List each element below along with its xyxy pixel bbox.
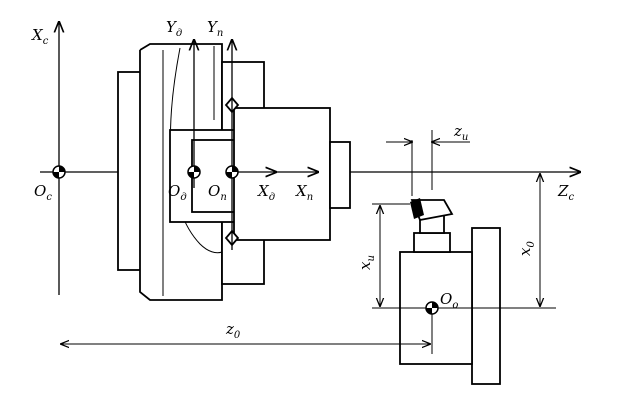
label-yd: Yд: [166, 18, 182, 39]
origin-od: [187, 165, 201, 179]
origin-oc: [52, 165, 66, 179]
label-x0: x0: [516, 241, 537, 256]
dimension-x0: [438, 174, 556, 309]
tool-insert: [410, 198, 424, 219]
label-on: On: [208, 182, 227, 203]
dimension-z0: [61, 314, 433, 354]
label-z0: z0: [225, 320, 241, 341]
label-zc: Zc: [557, 182, 574, 203]
dimension-xu: [372, 203, 426, 309]
label-xn: Xn: [295, 182, 313, 203]
label-od: Oд: [168, 182, 187, 203]
label-yn: Yn: [207, 18, 223, 39]
label-oc: Oc: [34, 182, 52, 203]
label-xu: xи: [356, 255, 377, 270]
origin-on: [225, 165, 239, 179]
label-oo: Oo: [440, 290, 458, 311]
tool-holder: [399, 130, 501, 385]
origin-oo: [425, 301, 439, 315]
label-xd: Xд: [257, 182, 275, 203]
label-zu: zи: [453, 122, 468, 143]
label-xc: Xc: [31, 26, 49, 47]
